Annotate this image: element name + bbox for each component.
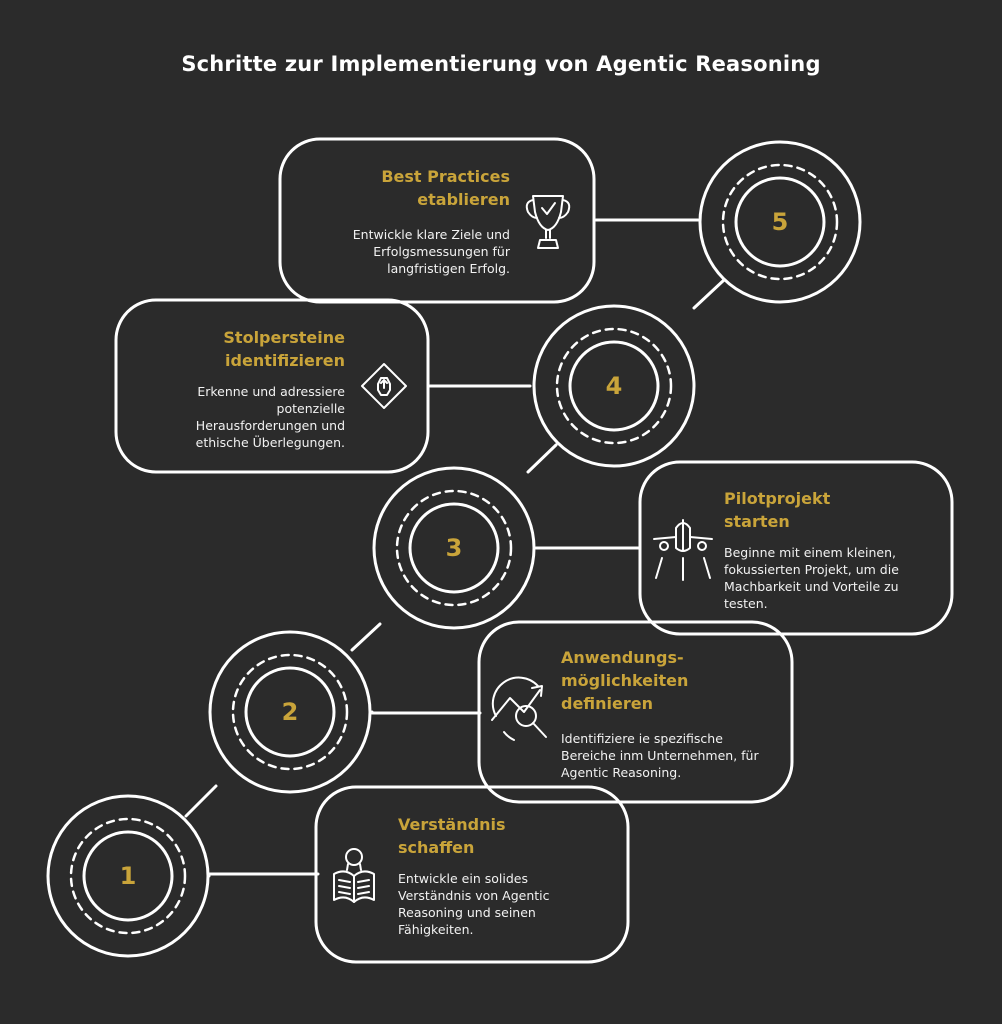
step-2-number: 2 [281,698,299,726]
step-4-title: Stolpersteine identifizieren [223,328,345,370]
step-3-description: Beginne mit einem kleinen, fokussierten … [724,545,899,611]
step-1-box [314,785,630,964]
connector-4-5 [692,278,726,310]
step-4-box [114,298,430,474]
step-5-circle [698,140,862,304]
step-4-description: Erkenne und adressiere potenzielle Herau… [195,384,345,450]
step-1-title: Verständnis schaffen [398,815,506,857]
step-2-title: Anwendungs-möglichkeiten definieren [561,648,689,713]
reader-book-icon [333,848,375,903]
connector-1-2 [184,784,218,818]
step-3-number: 3 [445,534,463,562]
step-3-circle [372,466,536,630]
page-title: Schritte zur Implementierung von Agentic… [181,52,821,76]
connector-3-4 [526,443,558,474]
step-4-circle [532,304,696,468]
step-3-box [638,460,954,636]
step-2-description: Identifiziere ie spezifische Bereiche in… [561,731,759,780]
trophy-icon [525,195,571,249]
step-1-description: Entwickle ein solides Verständnis von Ag… [398,871,550,937]
step-2-box [477,620,794,804]
warning-sign-icon [361,363,407,409]
step-5-box [278,137,596,304]
search-growth-icon [491,676,547,741]
step-1-number: 1 [119,862,137,890]
step-1-circle [46,794,210,958]
airplane-icon [653,519,713,581]
arm-2 [370,710,482,715]
step-2-circle [208,630,372,794]
step-5-description: Entwickle klare Ziele und Erfolgsmessung… [352,227,510,276]
step-5-number: 5 [771,208,789,236]
arm-1 [207,872,320,878]
step-5-title: Best Practices etablieren [381,167,510,209]
step-3-title: Pilotprojekt starten [724,489,831,531]
connector-2-3 [350,622,382,652]
step-4-number: 4 [605,372,623,400]
